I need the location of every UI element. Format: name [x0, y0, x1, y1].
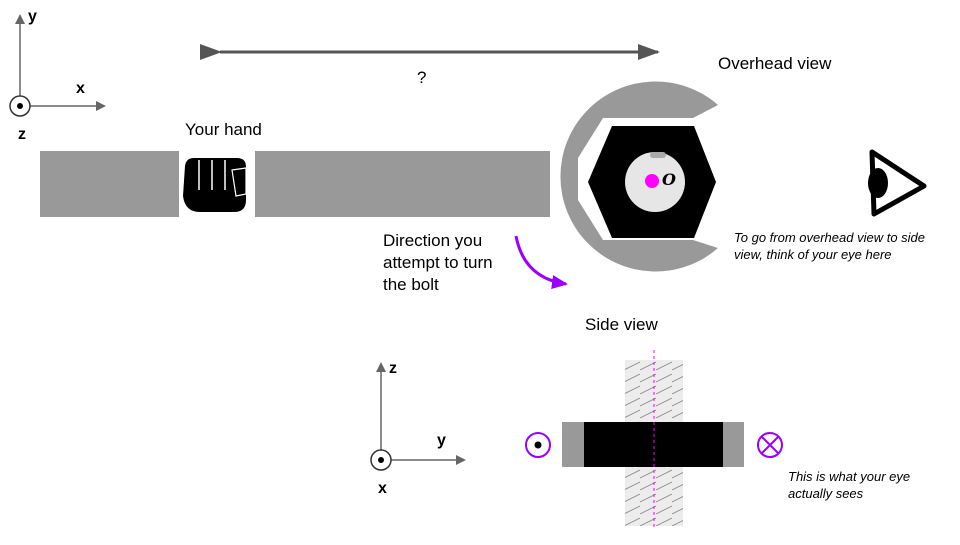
- eye-sees-note: This is what your eye actually sees: [788, 468, 910, 502]
- eye-note-line-1: To go from overhead view to side: [734, 230, 926, 245]
- wrench-head: [560, 81, 718, 272]
- overhead-view-title: Overhead view: [718, 54, 832, 73]
- bolt-mark: [650, 152, 666, 158]
- wrench-handle: [40, 151, 550, 217]
- your-hand-label: Your hand: [185, 120, 262, 139]
- top-y-label: y: [28, 8, 37, 25]
- eye-note: To go from overhead view to side view, t…: [734, 229, 925, 263]
- unknown-length-label: ?: [417, 68, 427, 87]
- into-page-symbol: [757, 432, 783, 458]
- direction-line-2: attempt to turn: [383, 253, 493, 272]
- bottom-z-label: z: [389, 360, 397, 377]
- direction-line-3: the bolt: [383, 275, 439, 294]
- bottom-y-label: y: [437, 432, 446, 449]
- fist-icon: [179, 151, 255, 217]
- top-axes: [9, 14, 106, 117]
- direction-label: Direction you attempt to turn the bolt: [383, 230, 493, 296]
- eye-sees-line-2: actually sees: [788, 486, 864, 501]
- top-x-label: x: [76, 80, 85, 97]
- side-view-title: Side view: [585, 315, 658, 334]
- bottom-x-label: x: [378, 480, 387, 497]
- bottom-out-of-page-dot: [378, 457, 384, 463]
- hex-nut: [588, 126, 716, 238]
- out-of-page-symbol: [525, 432, 551, 458]
- rotation-arrow: [514, 235, 568, 289]
- wrench: [40, 81, 718, 272]
- bolt-symbol-label: O: [662, 170, 676, 189]
- bottom-axes: [370, 362, 466, 471]
- direction-line-1: Direction you: [383, 231, 483, 250]
- eye-note-line-2: view, think of your eye here: [734, 247, 892, 262]
- eye-sees-line-1: This is what your eye: [788, 469, 911, 484]
- top-z-label: z: [18, 126, 26, 143]
- side-view-drawing: [562, 350, 744, 530]
- eye-icon: [868, 149, 927, 217]
- out-of-page-dot: [17, 103, 23, 109]
- bolt-axis-dot: [645, 174, 659, 188]
